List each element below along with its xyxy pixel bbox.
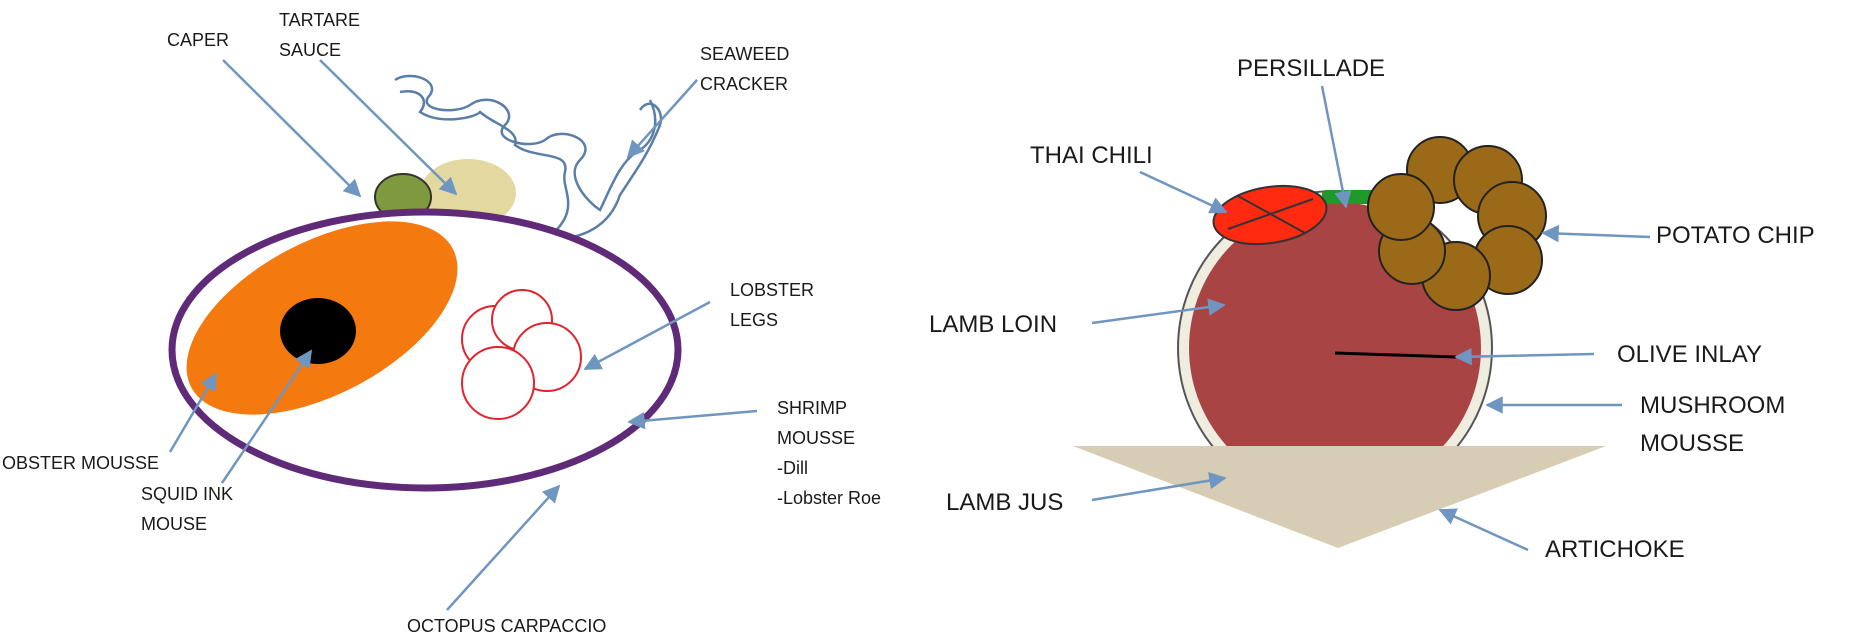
squid-ink-shape: [280, 298, 356, 364]
octopus-carpaccio-label: OCTOPUS CARPACCIO: [407, 616, 606, 636]
tartare-sauce-arrow: [320, 60, 456, 194]
squid-ink-mouse-label: SQUID INK MOUSE: [141, 484, 238, 534]
caper-label: CAPER: [167, 30, 229, 50]
persillade-arrow: [1322, 86, 1346, 207]
olive-inlay-label: OLIVE INLAY: [1617, 341, 1762, 368]
artichoke-shape: [1073, 446, 1606, 548]
artichoke-label: ARTICHOKE: [1545, 536, 1685, 563]
octopus-carpaccio-arrow: [447, 486, 559, 610]
lamb-jus-label: LAMB JUS: [946, 489, 1063, 516]
potato-chip-arrow: [1543, 233, 1650, 237]
persillade-label: PERSILLADE: [1237, 55, 1385, 82]
seaweed-cracker-label: SEAWEED CRACKER: [700, 44, 794, 94]
lobster-legs-label: LOBSTER LEGS: [730, 280, 819, 330]
left-plate-diagram: CAPER TARTARE SAUCE SEAWEED CRACKER LOBS…: [2, 10, 881, 636]
shrimp-mousse-label: SHRIMP MOUSSE -Dill -Lobster Roe: [777, 398, 881, 508]
right-plate-diagram: PERSILLADE THAI CHILI POTATO CHIP LAMB L…: [929, 55, 1815, 563]
thai-chili-arrow: [1140, 172, 1226, 212]
seaweed-cracker-arrow: [628, 80, 697, 157]
tartare-sauce-label: TARTARE SAUCE: [279, 10, 365, 60]
thai-chili-label: THAI CHILI: [1030, 142, 1153, 169]
lamb-loin-label: LAMB LOIN: [929, 311, 1057, 338]
potato-chip-label: POTATO CHIP: [1656, 222, 1815, 249]
lobster-mousse-label: OBSTER MOUSSE: [2, 453, 159, 473]
artichoke-arrow: [1440, 510, 1528, 550]
mushroom-mousse-label: MUSHROOM MOUSSE: [1640, 392, 1792, 457]
